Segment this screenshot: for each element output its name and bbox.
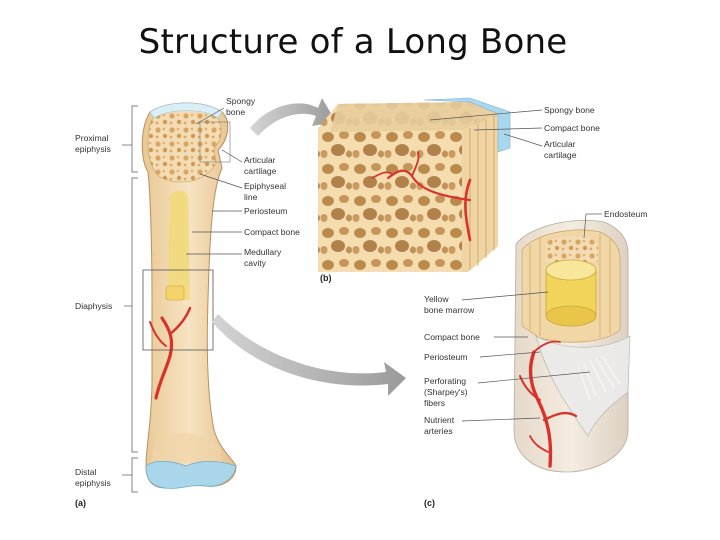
label-endosteum: Endosteum bbox=[604, 209, 647, 219]
distal-spongy bbox=[150, 433, 222, 464]
detail-box-c bbox=[142, 269, 214, 351]
label-diaphysis: Diaphysis bbox=[75, 301, 112, 311]
label-spongy-bone-b: Spongy bone bbox=[544, 105, 595, 115]
distal-cartilage bbox=[145, 461, 237, 489]
periosteum-flap bbox=[535, 335, 631, 437]
medullary-cavity-a bbox=[168, 190, 190, 300]
arrow-to-c bbox=[212, 314, 406, 396]
nutrient-artery-a bbox=[154, 316, 174, 400]
articular-cartilage-a bbox=[149, 102, 223, 119]
arrow-to-b bbox=[250, 98, 336, 136]
label-compact-bone-b: Compact bone bbox=[544, 123, 600, 133]
label-periosteum-a: Periosteum bbox=[244, 206, 287, 216]
nutrient-artery-c bbox=[528, 350, 553, 468]
page-title: Structure of a Long Bone bbox=[138, 22, 568, 62]
spongy-bone-head bbox=[147, 108, 222, 183]
label-perforating-fibers: Perforating(Sharpey's)fibers bbox=[424, 376, 468, 408]
label-compact-bone-c: Compact bone bbox=[424, 332, 480, 342]
panel-label-a: (a) bbox=[75, 498, 86, 508]
detail-box-b bbox=[199, 121, 231, 163]
articular-cartilage-b bbox=[423, 97, 511, 153]
panel-label-c: (c) bbox=[424, 498, 435, 508]
label-periosteum-c: Periosteum bbox=[424, 352, 467, 362]
panel-label-b: (b) bbox=[320, 273, 332, 283]
label-compact-bone-a: Compact bone bbox=[244, 227, 300, 237]
